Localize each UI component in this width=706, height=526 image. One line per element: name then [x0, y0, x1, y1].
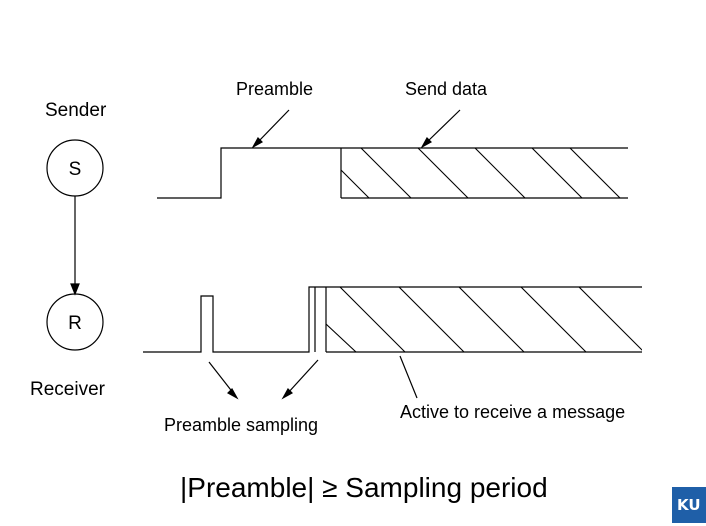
preamble-condition-formula: |Preamble| ≥ Sampling period [180, 472, 548, 503]
active-receive-label: Active to receive a message [400, 402, 626, 422]
receiver-signal-line [143, 286, 642, 353]
send-data-label: Send data [405, 79, 488, 99]
sender-node-letter: S [69, 159, 82, 180]
send-data-pointer-arrow [420, 109, 461, 149]
preamble-sampling-pointer-arrow-1 [208, 361, 239, 400]
receiver-node-letter: R [68, 313, 82, 334]
preamble-sampling-label: Preamble sampling [164, 415, 319, 435]
sender-to-receiver-arrow [70, 196, 80, 296]
sender-label: Sender [45, 100, 107, 121]
receiver-label: Receiver [30, 379, 105, 400]
preamble-label: Preamble [236, 79, 314, 99]
ku-logo: KU [672, 487, 706, 523]
sender-signal-line [157, 147, 628, 199]
preamble-sampling-pointer-arrow-2 [281, 359, 319, 400]
send-data-hatching [341, 148, 621, 199]
active-receive-pointer-arrow [399, 355, 418, 399]
receive-hatching [326, 287, 642, 353]
preamble-pointer-arrow [251, 109, 290, 149]
